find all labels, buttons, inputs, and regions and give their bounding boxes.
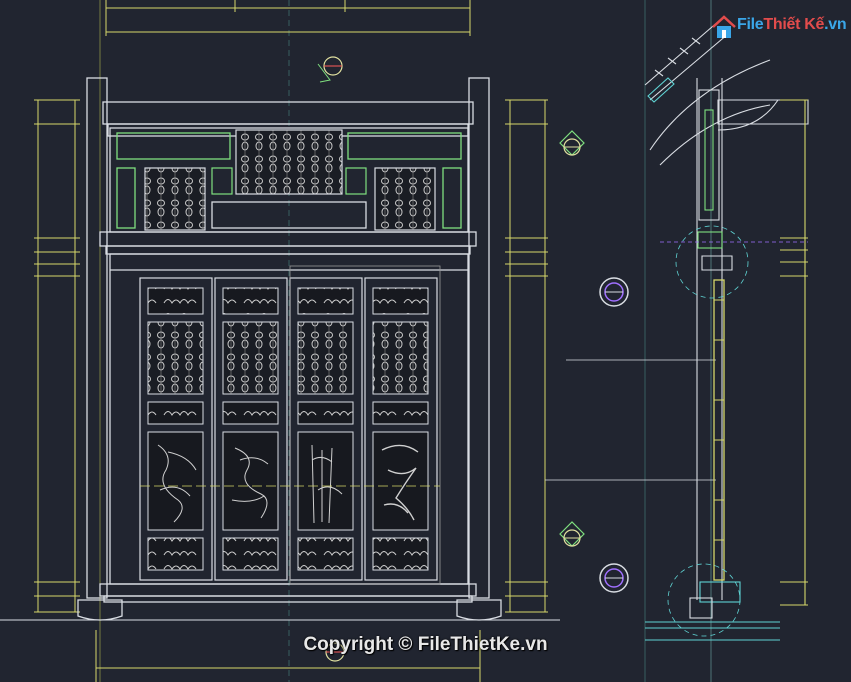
door-leaf-3-panels <box>297 287 354 571</box>
section-marker-icon <box>559 130 585 156</box>
logo-text-file: File <box>737 16 764 33</box>
copyright-watermark: Copyright © FileThietKe.vn <box>303 634 548 655</box>
left-dimension-chain <box>34 99 80 613</box>
filethietke-logo[interactable]: FileThiết Kế.vn <box>711 14 847 42</box>
logo-text-thietke: Thiết Kế <box>763 16 825 33</box>
section-marker-icon <box>559 521 585 547</box>
door-section-drawing <box>644 19 809 641</box>
top-dimension-line <box>105 0 471 36</box>
transom-panels <box>116 129 462 231</box>
door-leaf-4-panels <box>372 287 429 571</box>
elevation-circle-icon <box>599 277 629 307</box>
logo-text-vn: .vn <box>824 16 847 33</box>
bottom-dimension-line <box>95 630 481 682</box>
door-leaves <box>139 265 441 585</box>
door-leaf-2-panels <box>222 287 279 571</box>
door-leaf-1-panels <box>147 287 204 571</box>
middle-dimension-chain <box>505 99 548 613</box>
elevation-circle-icon <box>599 563 629 593</box>
house-logo-icon <box>712 15 736 38</box>
section-marker-icon <box>317 56 343 83</box>
section-marker-icon <box>325 642 345 662</box>
logo-text: FileThiết Kế.vn <box>737 16 847 34</box>
